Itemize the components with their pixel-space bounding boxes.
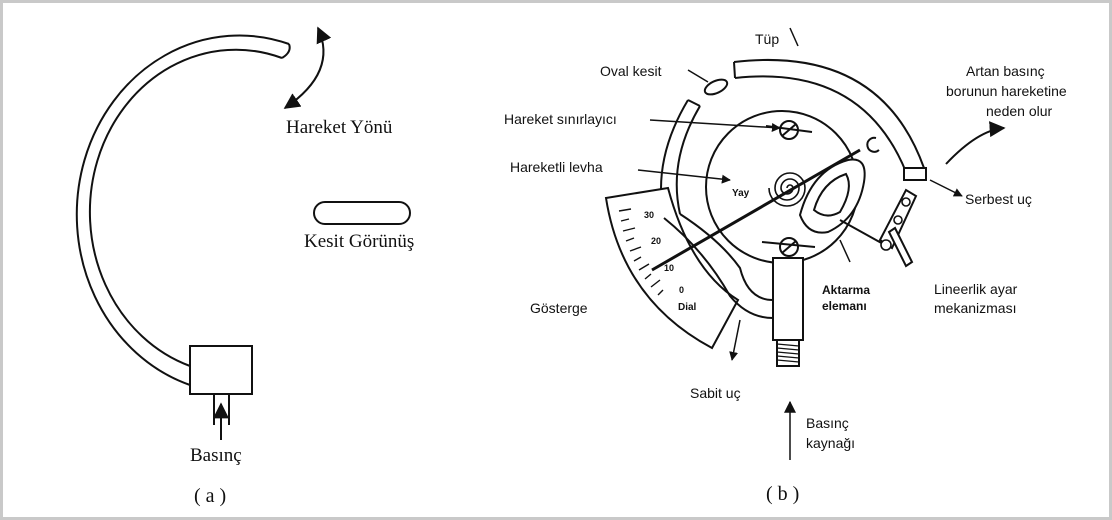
label-increasing-pressure-3: neden olur [986,103,1053,119]
label-motion-limiter: Hareket sınırlayıcı [504,111,617,127]
caption-a: ( a ) [194,485,226,507]
leader-tube [789,27,799,47]
gauge-tube-outer [733,58,925,169]
pointer-needle [651,148,861,272]
tube-cut-edge-left [687,99,701,107]
label-dial: Dial [678,302,697,313]
motion-direction-arrow [283,26,332,109]
arm-pin-3 [880,239,892,251]
plate-screw-bottom [779,237,799,257]
free-end-clamp [903,167,927,181]
transfer-element-cutout [812,172,850,217]
gauge-tube-inner [734,75,907,173]
label-pressure-source-1: Basınç [806,415,849,431]
leader-fixed-end [729,319,741,361]
bourdon-tube-outer [75,34,290,386]
label-increasing-pressure-1: Artan basınç [966,63,1045,79]
label-section-view: Kesit Görünüş [304,231,414,252]
arm-pin-2 [893,215,903,225]
label-transfer-element-2: elemanı [822,299,867,313]
hair-spring [768,172,806,207]
bourdon-tube-inner [89,48,283,367]
arm-pin-1 [901,197,911,207]
dial-sector [604,186,740,350]
label-tube: Tüp [755,31,779,47]
label-moving-plate: Hareketli levha [510,159,603,175]
label-fixed-end: Sabit uç [690,385,741,401]
label-transfer-element-1: Aktarma [822,283,870,297]
fixed-end-tube-a [679,213,774,301]
leader-oval [687,69,709,83]
link-rod [839,219,886,246]
gauge-tube-left-inner [675,105,701,215]
dial-tick-20: 20 [651,236,661,246]
tube-tip [281,43,291,59]
leader-free-end [929,179,963,197]
dial-tick-10: 10 [664,263,674,273]
caption-b: ( b ) [766,483,799,505]
tube-cut-edge [733,61,736,79]
label-spring: Yay [732,188,750,199]
fixed-end-tube-b [663,217,774,319]
gauge-socket [772,257,804,341]
label-indicator: Gösterge [530,300,588,316]
leader-motion-limiter [649,119,781,132]
dial-tick-30: 30 [644,210,654,220]
increasing-pressure-arrow [945,121,1006,165]
label-pressure: Basınç [190,445,242,466]
section-oval [313,201,411,225]
leader-transfer [839,239,851,263]
label-linearity-1: Lineerlik ayar [934,281,1018,297]
linearity-slot [887,226,914,268]
label-linearity-2: mekanizması [934,300,1016,316]
label-pressure-source-2: kaynağı [806,435,855,451]
socket-thread [776,339,800,367]
oval-section-mark [703,78,729,96]
socket-block [189,345,253,395]
leader-moving-plate [637,169,731,184]
panel-b: 30 20 10 0 Dial [504,27,1067,505]
dial-ticks [618,208,664,296]
pointer-hook [866,136,880,153]
label-oval-section: Oval kesit [600,63,662,79]
plate-slot-bottom [761,241,816,248]
dial-tick-0: 0 [679,285,684,295]
label-increasing-pressure-2: borunun hareketine [946,83,1067,99]
panel-a: Hareket Yönü Kesit Görünüş Basınç ( a ) [75,26,414,507]
label-motion-direction: Hareket Yönü [286,117,393,138]
label-free-end: Serbest uç [965,191,1032,207]
